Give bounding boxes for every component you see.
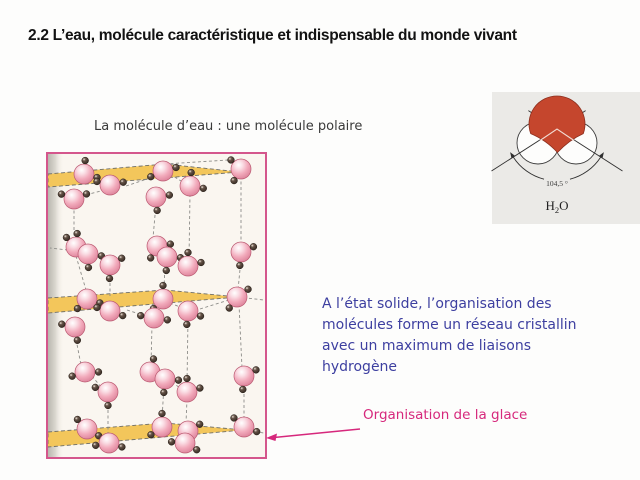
- formula-sub: 2: [555, 205, 559, 215]
- angle-arc-left: [512, 156, 545, 180]
- angle-arc-right: [569, 156, 602, 180]
- caption-arrow: [266, 428, 361, 441]
- formula-label: H2O: [545, 198, 568, 215]
- formula-o: O: [559, 198, 568, 213]
- ice-structure-svg: [47, 154, 265, 457]
- slide-title: 2.2 L’eau, molécule caractéristique et i…: [28, 27, 517, 44]
- body-text: A l’état solide, l’organisation des molé…: [322, 296, 577, 375]
- arc-arrowhead-left: [510, 152, 516, 159]
- angle-label: 104,5 °: [546, 179, 568, 188]
- figure-heading: La molécule d’eau : une molécule polaire: [94, 119, 363, 134]
- caption-arrow-line: [273, 428, 361, 439]
- ice-structure-figure: [46, 152, 267, 459]
- water-molecule-diagram: 104,5 ° H2O: [491, 92, 640, 224]
- formula-h: H: [545, 198, 554, 213]
- caption-arrowhead: [266, 433, 277, 441]
- arc-arrowhead-right: [598, 152, 604, 159]
- caption-organisation-glace: Organisation de la glace: [363, 407, 528, 423]
- bond-angle-vertex-lines: [539, 128, 575, 141]
